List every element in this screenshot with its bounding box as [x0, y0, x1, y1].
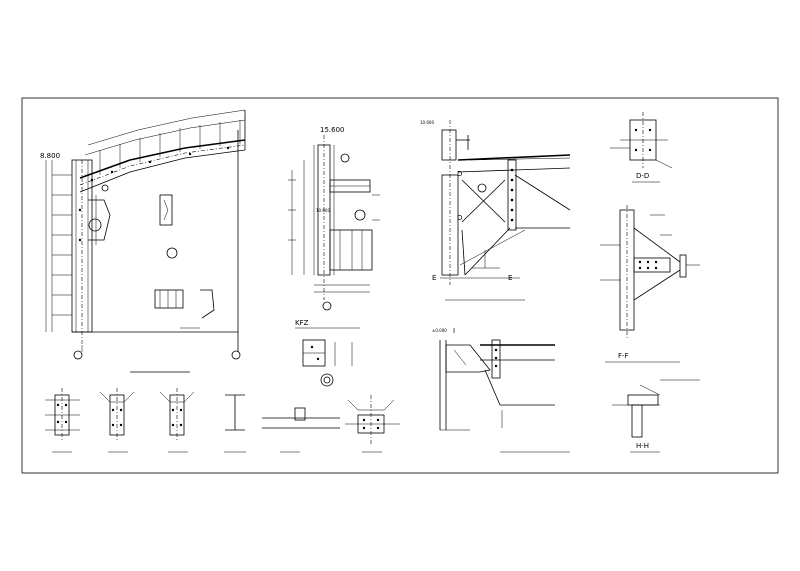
bottom-detail-row	[45, 388, 400, 453]
elevation-label: 15.600	[320, 126, 345, 134]
elevation-label: 8.800	[40, 152, 60, 160]
section-d-d: D-D	[610, 112, 673, 183]
axis-bubble	[73, 350, 83, 360]
axis-bubble	[231, 350, 241, 360]
elevation-label: ±0.000	[432, 328, 447, 333]
knee-joint-marker	[88, 218, 102, 232]
section-title: H-H	[636, 442, 649, 450]
section-title: D-D	[636, 172, 649, 180]
section-mark: D	[457, 214, 462, 222]
drawing-border	[21, 97, 779, 474]
section-mark: E	[432, 274, 436, 282]
beam-connection-detail-2: I ±0.000	[432, 327, 570, 453]
kfz-column-detail: 15.600 10.600 KFZ	[288, 126, 380, 387]
section-f-f: F-F	[600, 205, 700, 363]
hole-marker	[166, 247, 178, 259]
axis-bubble	[322, 301, 332, 311]
portal-frame-elevation: 8.800	[40, 109, 246, 373]
section-h-h: H-H	[612, 379, 700, 453]
kfz-title: KFZ	[295, 319, 309, 327]
section-mark: D	[457, 170, 462, 178]
beam-column-connection-detail: 10.600 D D E E	[420, 120, 571, 301]
elevation-label: 10.600	[316, 208, 330, 213]
elevation-label: 10.600	[420, 120, 434, 125]
section-title: F-F	[618, 352, 629, 360]
section-mark: I	[453, 327, 455, 335]
frame-rafter	[79, 139, 246, 179]
